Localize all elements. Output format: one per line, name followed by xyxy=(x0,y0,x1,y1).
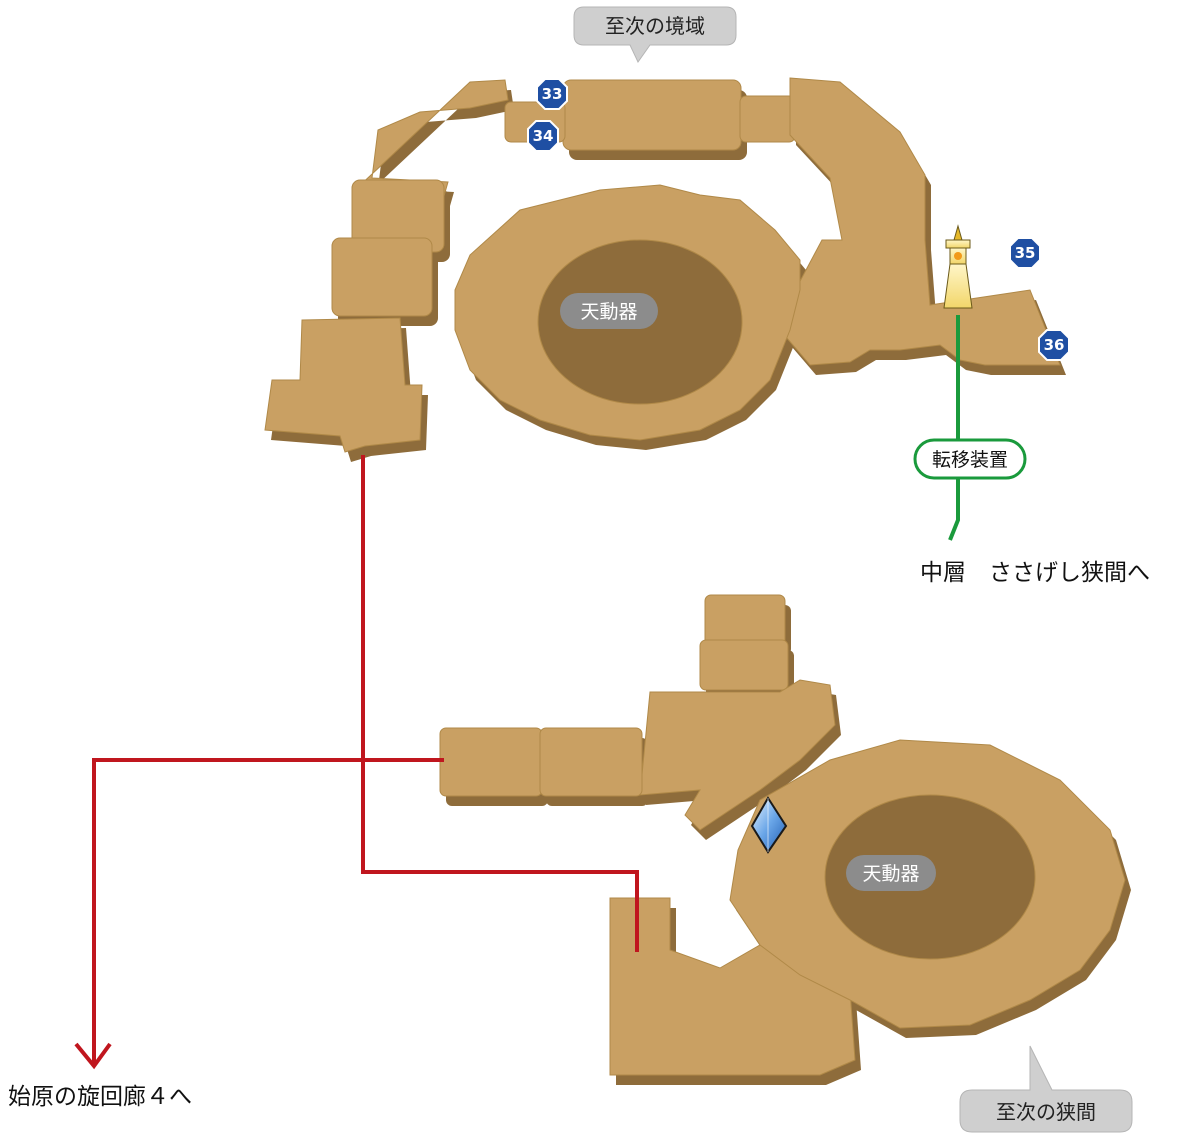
upper-corridor-north xyxy=(562,79,742,151)
teleport-line-bottom xyxy=(948,478,960,541)
marker-34[interactable]: 34 xyxy=(527,120,559,152)
lower-room-w2 xyxy=(539,727,643,797)
upper-floor xyxy=(264,77,1066,462)
lower-floor-top xyxy=(439,594,1126,1076)
lower-room-n2 xyxy=(699,639,789,691)
lower-room-n1 xyxy=(704,594,786,646)
marker-36-label: 36 xyxy=(1044,336,1065,354)
marker-33-label: 33 xyxy=(542,85,563,103)
north-exit-label: 至次の境域 xyxy=(605,14,705,38)
teleport-route xyxy=(948,315,960,541)
upper-corridor-east xyxy=(779,77,1061,366)
upper-link-east xyxy=(739,95,796,143)
marker-33[interactable]: 33 xyxy=(536,78,568,110)
south-exit-label: 至次の狭間 xyxy=(996,1100,1096,1124)
upper-room-sw xyxy=(264,317,423,453)
lower-floor xyxy=(439,594,1131,1085)
lower-junction xyxy=(639,679,836,831)
lower-tenkdoki-ring xyxy=(729,739,1126,1029)
teleporter-label[interactable]: 転移装置 xyxy=(913,438,1027,480)
lower-room-label-text: 天動器 xyxy=(862,863,919,885)
route-upper-to-lower xyxy=(361,455,639,952)
upper-room-label: 天動器 xyxy=(560,293,658,329)
teleporter-label-text: 転移装置 xyxy=(932,449,1008,471)
destination-middle-layer[interactable]: 中層 ささげし狭間へ xyxy=(920,560,1150,586)
lower-room-label: 天動器 xyxy=(846,855,936,891)
route-lower-to-origin xyxy=(92,758,444,1064)
upper-floor-top xyxy=(264,77,1061,453)
crystal-icon[interactable] xyxy=(750,796,788,854)
lower-room-w1 xyxy=(439,727,543,797)
destination-origin-corridor[interactable]: 始原の旋回廊４へ xyxy=(8,1084,192,1110)
upper-room-label-text: 天動器 xyxy=(580,301,637,323)
marker-34-label: 34 xyxy=(533,127,554,145)
upper-tenkdoki-ring xyxy=(454,184,801,441)
upper-room-b xyxy=(331,237,433,317)
north-exit-bubble[interactable]: 至次の境域 xyxy=(573,6,737,63)
teleporter-tower-icon[interactable] xyxy=(943,224,973,309)
marker-36[interactable]: 36 xyxy=(1038,329,1070,361)
marker-35[interactable]: 35 xyxy=(1009,237,1041,269)
marker-35-label: 35 xyxy=(1015,244,1036,262)
south-exit-bubble[interactable]: 至次の狭間 xyxy=(959,1045,1133,1133)
route-origin-arrowhead xyxy=(74,1042,112,1070)
warp-routes xyxy=(74,455,639,1070)
number-markers: 33 34 35 36 xyxy=(527,78,1070,361)
